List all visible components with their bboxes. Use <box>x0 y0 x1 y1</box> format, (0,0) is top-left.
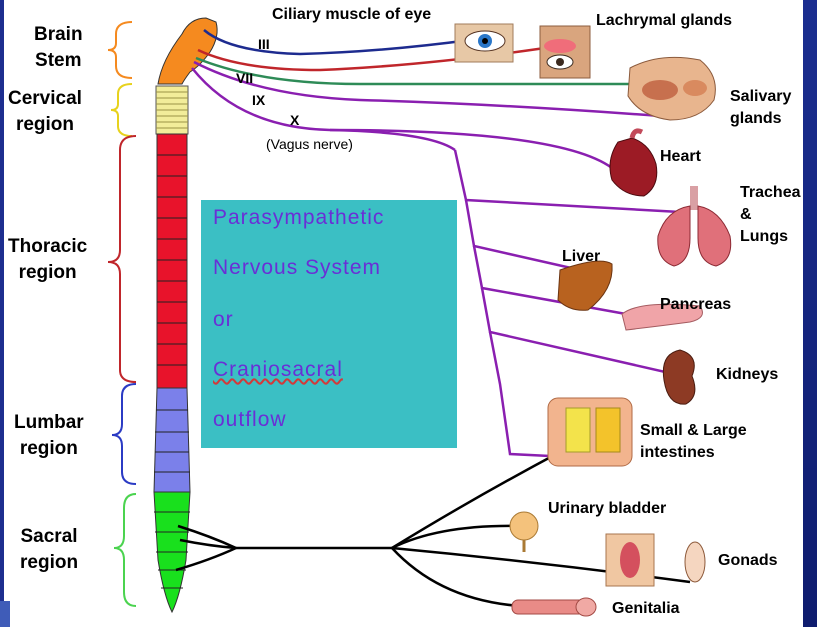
label-vagus-nerve: (Vagus nerve) <box>266 136 353 152</box>
label-heart: Heart <box>660 146 701 168</box>
title-line-5: outflow <box>213 408 287 432</box>
title-line-4: Craniosacral <box>213 358 343 382</box>
label-urinary-bladder: Urinary bladder <box>548 498 666 520</box>
lungs-icon <box>658 186 731 266</box>
bracket-sacral <box>114 494 136 606</box>
label-brain-stem: Brain Stem <box>34 22 83 74</box>
label-ciliary-muscle: Ciliary muscle of eye <box>272 4 431 26</box>
title-line-1: Parasympathetic <box>213 206 384 230</box>
bracket-lumbar <box>112 384 136 484</box>
label-liver: Liver <box>562 246 600 268</box>
title-line-3: or <box>213 308 234 332</box>
genitalia-icon <box>512 598 596 616</box>
eye-icon <box>455 24 513 62</box>
bracket-cervical <box>111 84 132 136</box>
psns-title-box: Parasympathetic Nervous System or Cranio… <box>201 200 457 448</box>
label-nerve-vii: VII <box>236 70 253 86</box>
bracket-thoracic <box>108 136 136 382</box>
kidney-icon <box>663 350 695 404</box>
label-thoracic: Thoracic region <box>8 234 87 286</box>
nerve-iii <box>204 30 470 54</box>
label-sacral: Sacral region <box>20 524 78 576</box>
label-kidneys: Kidneys <box>716 364 778 386</box>
liver-icon <box>558 261 612 310</box>
intestines-icon <box>548 398 632 466</box>
thoracic-segment <box>157 134 187 388</box>
lachrymal-gland-icon <box>540 26 590 78</box>
label-intestines: Small & Large intestines <box>640 420 747 464</box>
lumbar-segment <box>154 388 190 492</box>
title-line-2: Nervous System <box>213 256 381 280</box>
urinary-bladder-icon <box>510 512 538 552</box>
label-trachea-lungs: Trachea & Lungs <box>740 182 800 248</box>
label-lumbar: Lumbar region <box>14 410 84 462</box>
label-cervical: Cervical region <box>8 86 82 138</box>
label-salivary-glands: Salivary glands <box>730 86 791 130</box>
salivary-glands-icon <box>628 57 715 120</box>
label-genitalia: Genitalia <box>612 598 680 620</box>
label-nerve-iii: III <box>258 36 270 52</box>
label-nerve-ix: IX <box>252 92 265 108</box>
label-pancreas: Pancreas <box>660 294 731 316</box>
label-nerve-x: X <box>290 112 299 128</box>
bracket-brain-stem <box>108 22 132 78</box>
label-lachrymal-glands: Lachrymal glands <box>596 10 732 32</box>
heart-icon <box>610 131 657 196</box>
label-gonads: Gonads <box>718 550 778 572</box>
brain-stem-segment <box>158 18 217 84</box>
